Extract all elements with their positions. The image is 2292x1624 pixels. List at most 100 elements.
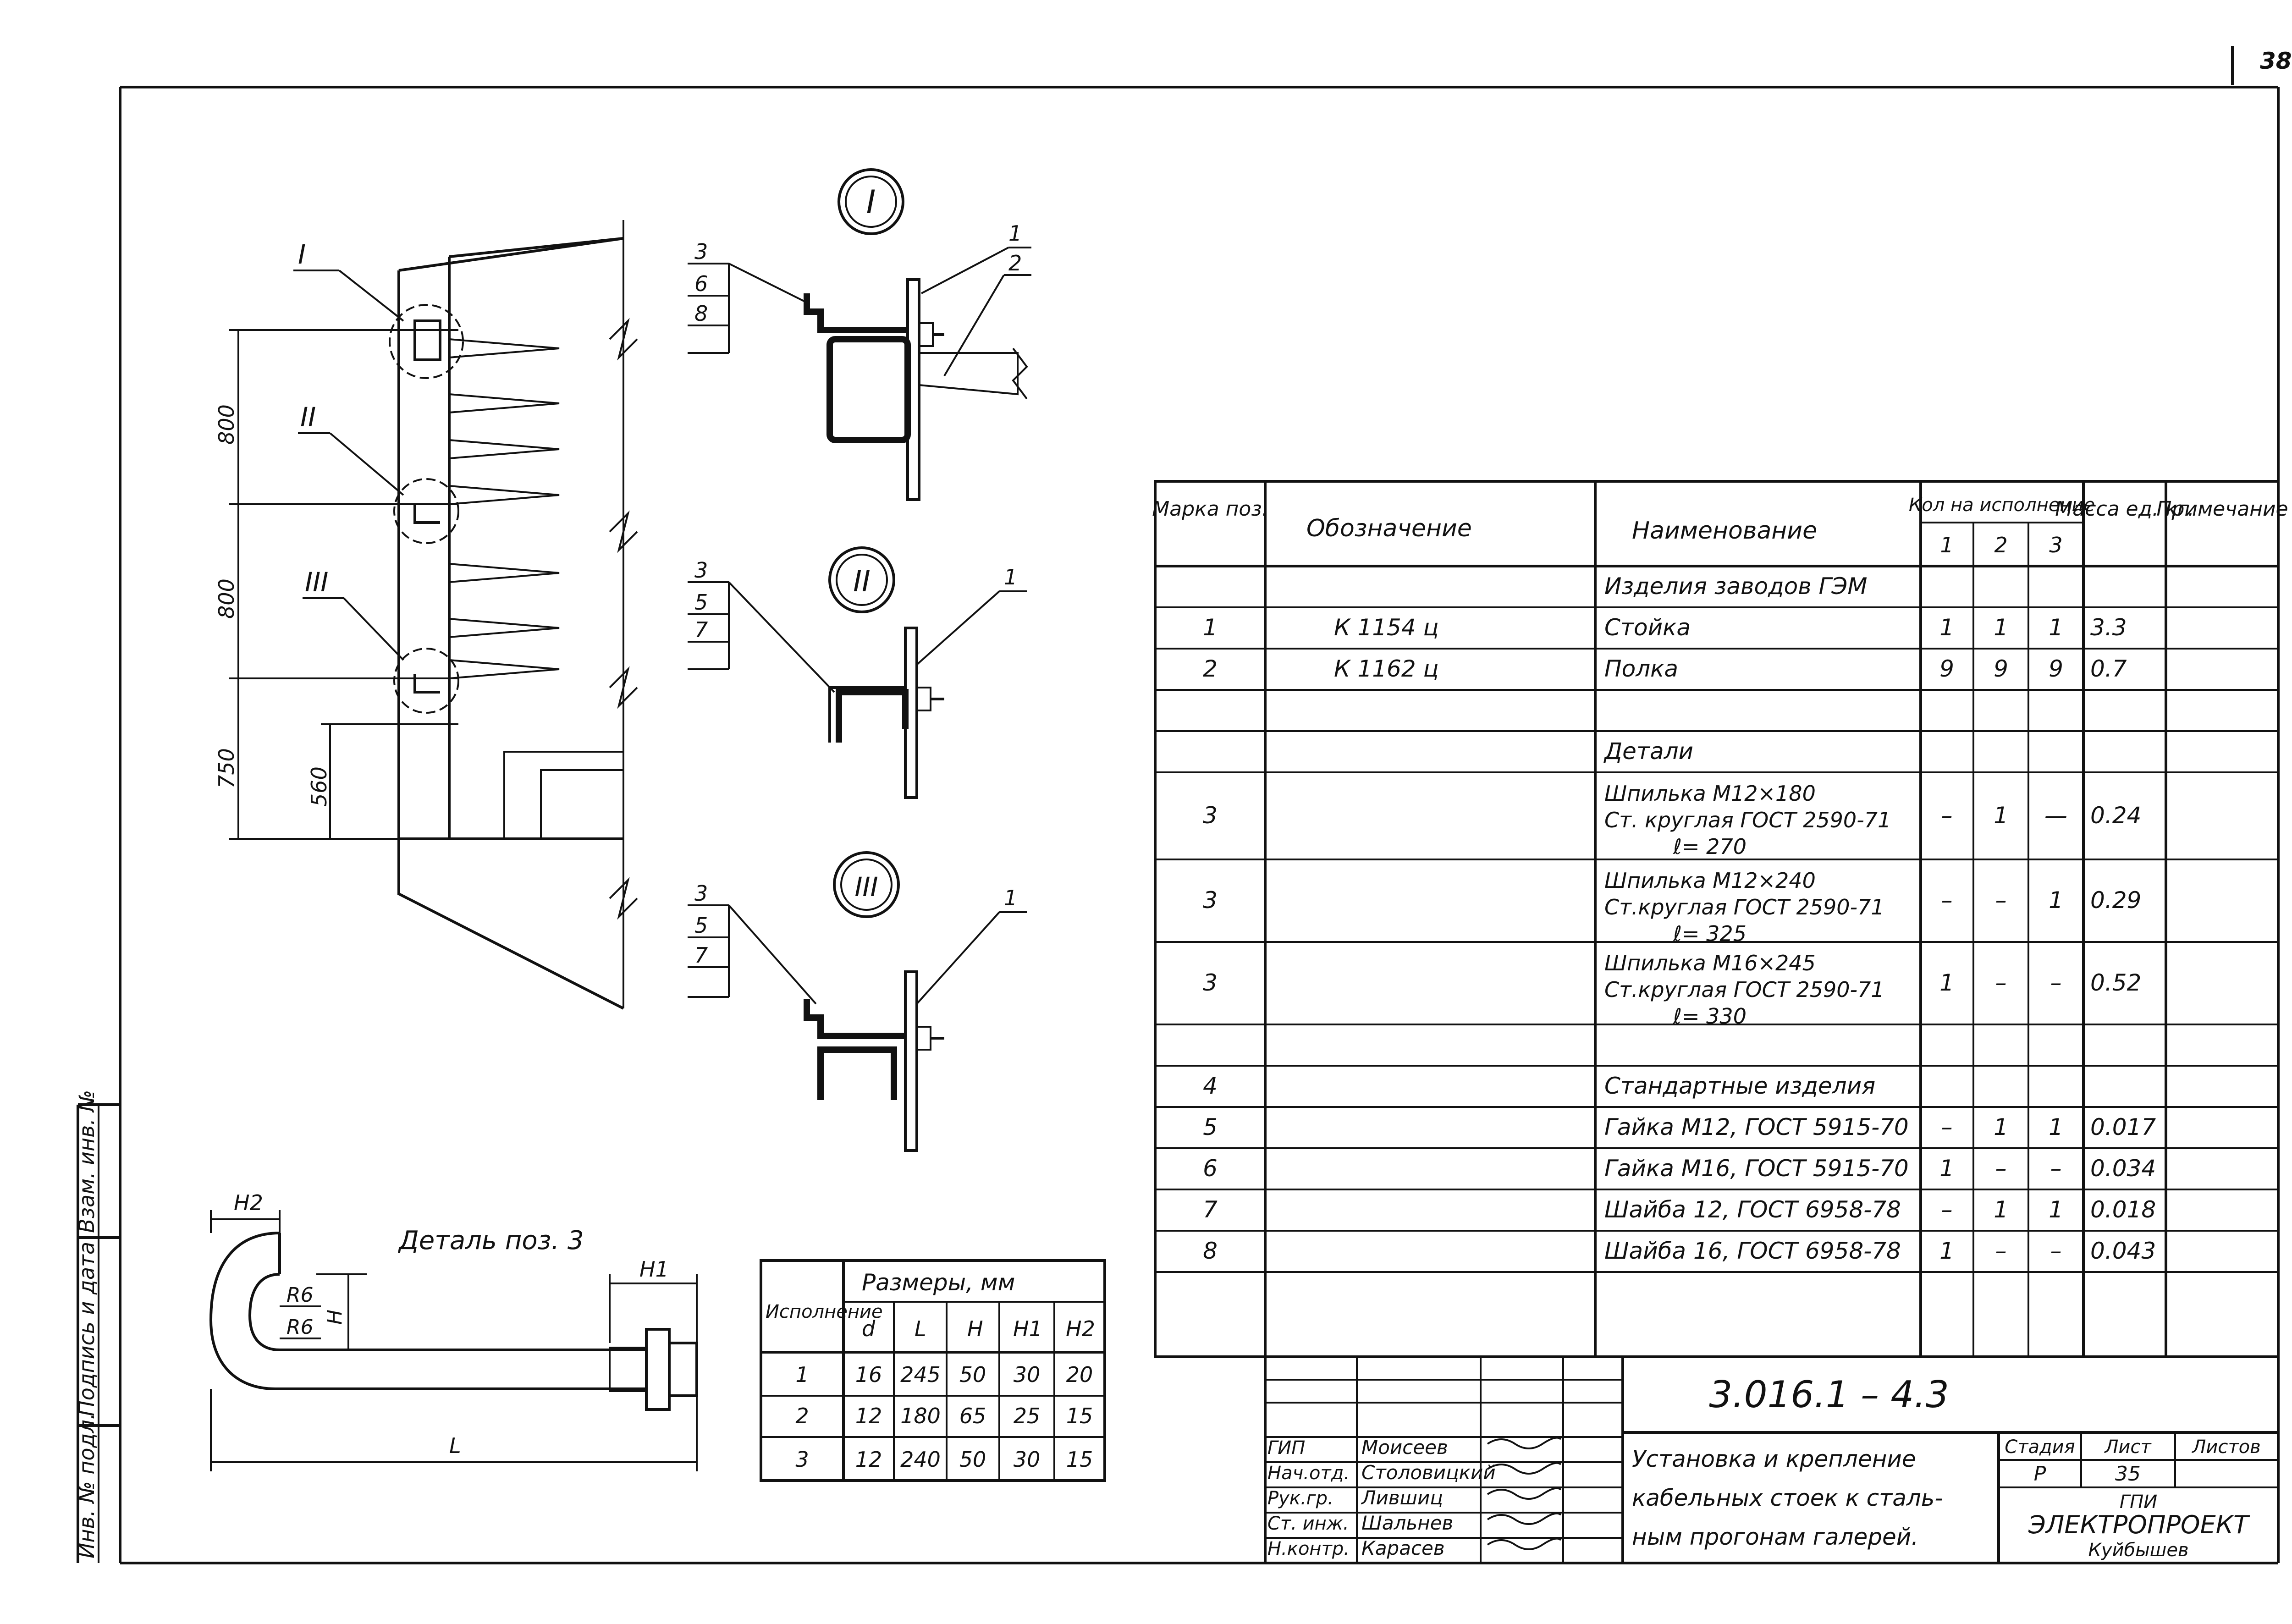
spec-header-mark: Марка поз. bbox=[1152, 497, 1268, 521]
dims-cell: 180 bbox=[900, 1404, 941, 1428]
spec-qty: – bbox=[1941, 802, 1953, 829]
spec-qty: 1 bbox=[1994, 802, 2008, 829]
sheet-number: 38 bbox=[2260, 48, 2292, 74]
dims-col-l: L bbox=[915, 1316, 926, 1341]
spec-mark: 3 bbox=[1203, 802, 1218, 829]
spec-designation: К 1162 ц bbox=[1334, 655, 1439, 682]
pin-l-label: L bbox=[449, 1433, 461, 1458]
spec-mass: 0.034 bbox=[2090, 1155, 2156, 1182]
spec-qty: – bbox=[1941, 1114, 1953, 1140]
dims-col-d: d bbox=[862, 1316, 876, 1341]
detail-1-tag-a: 3 bbox=[694, 239, 708, 264]
doc-description-3: ным прогонам галерей. bbox=[1632, 1524, 1918, 1550]
stage-value: Р bbox=[2034, 1462, 2046, 1486]
dims-cell: 12 bbox=[855, 1404, 882, 1428]
staff-name: Карасев bbox=[1361, 1537, 1445, 1559]
detail-3-part-a: 1 bbox=[1004, 886, 1017, 910]
spec-name: Ст. круглая ГОСТ 2590-71 bbox=[1604, 808, 1891, 832]
spec-qty: – bbox=[2050, 1238, 2062, 1264]
spec-name: Детали bbox=[1603, 738, 1693, 765]
spec-header-mass: Масса ед. кг. bbox=[2055, 497, 2194, 521]
spec-designation: К 1154 ц bbox=[1334, 614, 1439, 641]
spec-qty: – bbox=[1941, 1196, 1953, 1223]
spec-name: Гайка М12, ГОСТ 5915-70 bbox=[1604, 1114, 1909, 1140]
org-line-1: ГПИ bbox=[2120, 1492, 2157, 1513]
detail-3-tag-a: 3 bbox=[694, 881, 708, 906]
dims-cell: 50 bbox=[959, 1447, 986, 1472]
detail-3-roman: III bbox=[854, 871, 878, 903]
spec-qty: 9 bbox=[2049, 655, 2063, 682]
pin-detail: Деталь поз. 3 H2 H1 H R6 R6 L bbox=[209, 1190, 698, 1471]
spec-qty: 1 bbox=[2049, 887, 2063, 914]
detail-3: III 3 5 7 1 bbox=[688, 851, 1027, 1152]
dims-cell: 25 bbox=[1014, 1404, 1041, 1428]
side-stamp: Инв. № подл. Подпись и дата Взам. инв. № bbox=[74, 1090, 120, 1563]
spec-name: Шайба 16, ГОСТ 6958-78 bbox=[1604, 1238, 1901, 1264]
detail-1-tag-b: 6 bbox=[694, 271, 708, 296]
sheet-frame bbox=[119, 86, 2280, 1564]
dims-cell: 30 bbox=[1014, 1447, 1041, 1472]
staff-role: Рук.гр. bbox=[1267, 1488, 1333, 1509]
dims-cell: 3 bbox=[795, 1447, 809, 1472]
spec-name: ℓ= 330 bbox=[1673, 1004, 1747, 1029]
elev-callout-3: III bbox=[305, 567, 328, 598]
spec-name: Стандартные изделия bbox=[1604, 1073, 1875, 1099]
dims-cell: 15 bbox=[1066, 1404, 1093, 1428]
stage-label: Стадия bbox=[2005, 1437, 2075, 1458]
sheet-value: 35 bbox=[2115, 1462, 2141, 1486]
spec-qty: 1 bbox=[1939, 1155, 1954, 1182]
spec-name: Изделия заводов ГЭМ bbox=[1604, 573, 1867, 600]
spec-qty: – bbox=[1941, 887, 1953, 914]
signature-scribble bbox=[1487, 1437, 1562, 1449]
dims-cell: 240 bbox=[900, 1447, 941, 1472]
signature-scribble bbox=[1487, 1487, 1562, 1500]
doc-description-2: кабельных стоек к сталь- bbox=[1632, 1485, 1943, 1511]
staff-name: Столовицкий bbox=[1361, 1461, 1496, 1484]
spec-qty: 1 bbox=[2049, 614, 2063, 641]
staff-name: Моисеев bbox=[1361, 1436, 1448, 1459]
detail-2-tag-a: 3 bbox=[694, 558, 708, 583]
org-line-2: ЭЛЕКТРОПРОЕКТ bbox=[2028, 1510, 2250, 1539]
spec-qty: – bbox=[1995, 887, 2007, 914]
spec-mark: 3 bbox=[1203, 887, 1218, 914]
spec-header-name: Наименование bbox=[1632, 517, 1817, 545]
spec-qty: – bbox=[1995, 969, 2007, 996]
org-line-3: Куйбышев bbox=[2088, 1540, 2188, 1561]
spec-mass: 0.52 bbox=[2090, 969, 2141, 996]
spec-name: Шайба 12, ГОСТ 6958-78 bbox=[1604, 1196, 1901, 1223]
signature-scribble bbox=[1487, 1537, 1562, 1550]
spec-qty: 1 bbox=[1994, 1114, 2008, 1140]
signature-scribble bbox=[1487, 1462, 1562, 1475]
spec-name: Ст.круглая ГОСТ 2590-71 bbox=[1604, 895, 1884, 919]
spec-mass: 0.24 bbox=[2090, 802, 2141, 829]
detail-2-part-a: 1 bbox=[1004, 565, 1017, 589]
dims-cell: 16 bbox=[855, 1362, 882, 1387]
elev-callout-1: I bbox=[298, 239, 306, 270]
spec-qty: – bbox=[2050, 969, 2062, 996]
spec-qty: – bbox=[1995, 1155, 2007, 1182]
staff-role: Ст. инж. bbox=[1267, 1513, 1349, 1534]
detail-3-tag-b: 5 bbox=[694, 913, 708, 938]
dims-cell: 65 bbox=[959, 1404, 986, 1428]
sheet-label: Лист bbox=[2104, 1437, 2152, 1458]
spec-qty: – bbox=[2050, 1155, 2062, 1182]
detail-1: I 3 6 8 1 2 bbox=[688, 168, 1031, 501]
spec-qty-col-2: 2 bbox=[1994, 533, 2007, 557]
signature-scribble bbox=[1487, 1512, 1562, 1525]
elevation-view: I II III 800 800 750 560 bbox=[214, 220, 638, 1010]
spec-mark: 6 bbox=[1203, 1155, 1218, 1182]
pin-h-label: H bbox=[323, 1310, 347, 1325]
detail-1-tag-c: 8 bbox=[694, 301, 708, 326]
spec-mass: 0.7 bbox=[2090, 655, 2127, 682]
spec-name: Шпилька М16×245 bbox=[1604, 951, 1816, 975]
sheets-label: Листов bbox=[2191, 1437, 2260, 1458]
spec-name: Полка bbox=[1604, 655, 1678, 682]
detail-1-roman: I bbox=[866, 183, 876, 221]
dims-cell: 30 bbox=[1014, 1362, 1041, 1387]
spec-qty: 9 bbox=[1939, 655, 1954, 682]
dims-header-main: Исполнение bbox=[766, 1301, 883, 1322]
spec-mark: 4 bbox=[1203, 1073, 1218, 1099]
